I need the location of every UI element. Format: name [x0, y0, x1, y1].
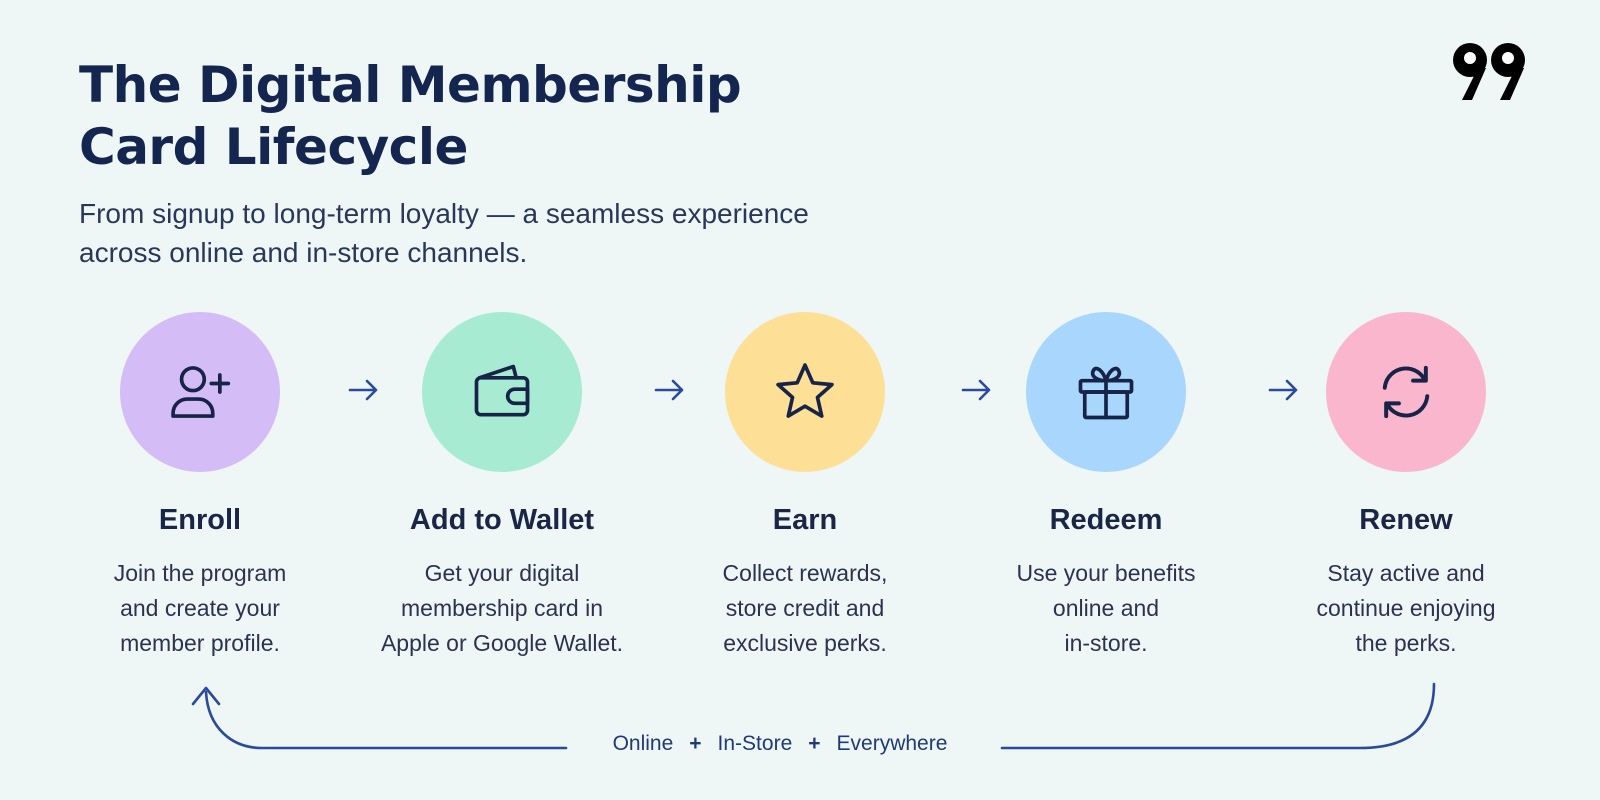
gift-icon: [1078, 366, 1134, 420]
desc-line: the perks.: [1355, 630, 1457, 656]
star-icon: [776, 363, 834, 418]
step-title: Renew: [1359, 504, 1453, 536]
step-icon-circle: [1026, 312, 1186, 472]
step-icon-circle: [120, 312, 280, 472]
user-plus-icon: [171, 366, 231, 418]
plus-separator: +: [808, 732, 821, 755]
title-line-2: Card Lifecycle: [79, 118, 468, 176]
desc-line: continue enjoying: [1316, 595, 1496, 621]
wallet-icon: [474, 364, 530, 417]
step-icon-circle: [725, 312, 885, 472]
step-title: Earn: [772, 504, 838, 536]
desc-line: and create your: [120, 595, 280, 621]
desc-line: store credit and: [725, 595, 885, 621]
step-title: Enroll: [158, 504, 242, 536]
channel-online: Online: [612, 732, 674, 755]
loop-arrowhead-icon: [191, 686, 221, 706]
step-description: Use your benefits online and in-store.: [946, 556, 1266, 661]
channel-in-store: In-Store: [717, 732, 793, 755]
step-description: Get your digital membership card in Appl…: [342, 556, 662, 661]
subtitle-line-1: From signup to long-term loyalty — a sea…: [79, 198, 809, 229]
channel-everywhere: Everywhere: [836, 732, 948, 755]
step-description: Collect rewards, store credit and exclus…: [645, 556, 965, 661]
step-icon-circle: [1326, 312, 1486, 472]
step-icon-circle: [422, 312, 582, 472]
desc-line: member profile.: [120, 630, 280, 656]
desc-line: Join the program: [113, 560, 287, 586]
step-title: Redeem: [1049, 504, 1163, 536]
loop-line-right: [1000, 682, 1436, 750]
logo-icon: [1453, 43, 1525, 100]
step-description: Stay active and continue enjoying the pe…: [1246, 556, 1566, 661]
desc-line: exclusive perks.: [723, 630, 887, 656]
desc-line: membership card in: [401, 595, 603, 621]
plus-separator: +: [689, 732, 702, 755]
step-title: Add to Wallet: [409, 504, 595, 536]
channels-row: Online + In-Store + Everywhere: [570, 732, 990, 756]
page-title: The Digital Membership Card Lifecycle: [79, 54, 742, 178]
title-line-1: The Digital Membership: [79, 56, 742, 114]
desc-line: in-store.: [1064, 630, 1148, 656]
desc-line: Stay active and: [1327, 560, 1485, 586]
step-description: Join the program and create your member …: [40, 556, 360, 661]
arrow-right-icon: [961, 379, 991, 401]
arrow-right-icon: [1268, 379, 1298, 401]
arrow-right-icon: [654, 379, 684, 401]
desc-line: Use your benefits: [1016, 560, 1196, 586]
refresh-icon: [1382, 365, 1430, 419]
desc-line: Apple or Google Wallet.: [380, 630, 624, 656]
desc-line: Get your digital: [424, 560, 580, 586]
subtitle-line-2: across online and in-store channels.: [79, 237, 528, 268]
arrow-right-icon: [348, 379, 378, 401]
desc-line: online and: [1052, 595, 1160, 621]
desc-line: Collect rewards,: [722, 560, 888, 586]
loop-line-left: [204, 690, 568, 750]
page-subtitle: From signup to long-term loyalty — a sea…: [79, 194, 809, 272]
